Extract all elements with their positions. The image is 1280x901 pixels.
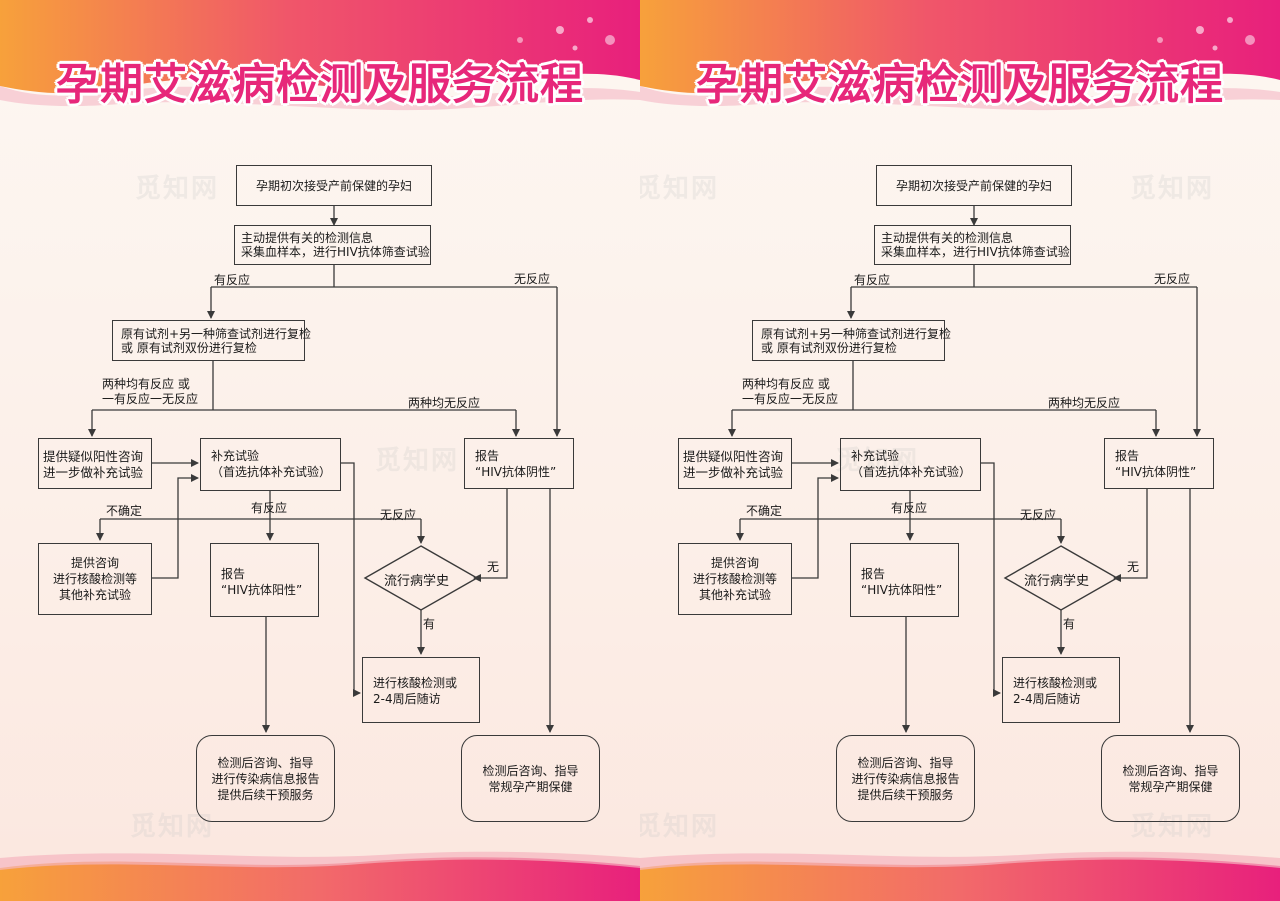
page-title: 孕期艾滋病检测及服务流程 xyxy=(696,60,1224,110)
edge-label-both-none: 两种均无反应 xyxy=(408,396,481,410)
report-positive-node: 报告 “HIV抗体阳性” xyxy=(850,543,959,617)
watermark: 觅知网 xyxy=(135,174,220,204)
nucleic-consult-node: 提供咨询 进行核酸检测等 其他补充试验 xyxy=(678,543,792,615)
epidemiology-decision: 流行病学史 xyxy=(384,574,450,589)
edge-label-reactive: 有反应 xyxy=(214,273,251,287)
diamond-shape xyxy=(1003,545,1119,611)
recheck-node: 原有试剂+另一种筛查试剂进行复检 或 原有试剂双份进行复检 xyxy=(752,320,951,361)
edge-label-both-none: 两种均无反应 xyxy=(1048,396,1121,410)
poster-left: 觅知网 觅知网 觅知网 孕期艾滋病检测及服务流程 孕期初次接受产前保健的孕妇 主… xyxy=(0,0,640,901)
watermark: 觅知网 xyxy=(375,446,460,476)
diamond-shape xyxy=(363,545,479,611)
watermark: 觅知网 xyxy=(640,174,720,204)
post-negative-node: 检测后咨询、指导 常规孕产期保健 xyxy=(461,735,600,822)
start-node: 孕期初次接受产前保健的孕妇 xyxy=(236,165,432,206)
edge-label-both-or-one: 两种均有反应 或 一有反应一无反应 xyxy=(102,377,199,406)
post-positive-node: 检测后咨询、指导 进行传染病信息报告 提供后续干预服务 xyxy=(196,735,335,822)
edge-label-has: 有 xyxy=(423,617,436,631)
screening-node: 主动提供有关的检测信息 采集血样本，进行HIV抗体筛查试验 xyxy=(874,225,1071,265)
suspect-consult-node: 提供疑似阳性咨询 进一步做补充试验 xyxy=(38,438,152,489)
poster-decoration xyxy=(640,0,1280,901)
edge-label-uncertain: 不确定 xyxy=(746,504,783,518)
report-negative-node: 报告 “HIV抗体阴性” xyxy=(1104,438,1214,489)
start-node: 孕期初次接受产前保健的孕妇 xyxy=(876,165,1072,206)
report-negative-node: 报告 “HIV抗体阴性” xyxy=(464,438,574,489)
nucleic-test-node: 进行核酸检测或 2-4周后随访 xyxy=(362,657,480,723)
nucleic-consult-node: 提供咨询 进行核酸检测等 其他补充试验 xyxy=(38,543,152,615)
watermark: 觅知网 xyxy=(130,812,215,842)
edge-label-uncertain: 不确定 xyxy=(106,504,143,518)
edge-label-none: 无 xyxy=(1127,560,1140,574)
screening-node: 主动提供有关的检测信息 采集血样本，进行HIV抗体筛查试验 xyxy=(234,225,431,265)
poster-right: 觅知网 觅知网 觅知网 觅知网 觅知网 孕期艾滋病检测及服务流程 孕期初次接受产… xyxy=(640,0,1280,901)
post-negative-node: 检测后咨询、指导 常规孕产期保健 xyxy=(1101,735,1240,822)
edge-label-nonreactive: 无反应 xyxy=(514,272,551,286)
suspect-consult-node: 提供疑似阳性咨询 进一步做补充试验 xyxy=(678,438,792,489)
edge-label-supp-nonreactive: 无反应 xyxy=(380,508,417,522)
epidemiology-decision: 流行病学史 xyxy=(1024,574,1090,589)
watermark: 觅知网 xyxy=(1130,812,1215,842)
nucleic-test-node: 进行核酸检测或 2-4周后随访 xyxy=(1002,657,1120,723)
watermark: 觅知网 xyxy=(640,812,720,842)
watermark: 觅知网 xyxy=(1130,174,1215,204)
edge-label-supp-reactive: 有反应 xyxy=(251,501,288,515)
edge-label-supp-nonreactive: 无反应 xyxy=(1020,508,1057,522)
edge-label-has: 有 xyxy=(1063,617,1076,631)
poster-decoration xyxy=(0,0,640,901)
edge-label-none: 无 xyxy=(487,560,500,574)
edge-label-both-or-one: 两种均有反应 或 一有反应一无反应 xyxy=(742,377,839,406)
report-positive-node: 报告 “HIV抗体阳性” xyxy=(210,543,319,617)
recheck-node: 原有试剂+另一种筛查试剂进行复检 或 原有试剂双份进行复检 xyxy=(112,320,311,361)
watermark: 觅知网 xyxy=(835,446,920,476)
edge-label-supp-reactive: 有反应 xyxy=(891,501,928,515)
post-positive-node: 检测后咨询、指导 进行传染病信息报告 提供后续干预服务 xyxy=(836,735,975,822)
edge-label-nonreactive: 无反应 xyxy=(1154,272,1191,286)
supplement-test-node: 补充试验 （首选抗体补充试验） xyxy=(200,438,341,491)
page-title: 孕期艾滋病检测及服务流程 xyxy=(56,60,584,110)
edge-label-reactive: 有反应 xyxy=(854,273,891,287)
supplement-test-node: 补充试验 （首选抗体补充试验） xyxy=(840,438,981,491)
